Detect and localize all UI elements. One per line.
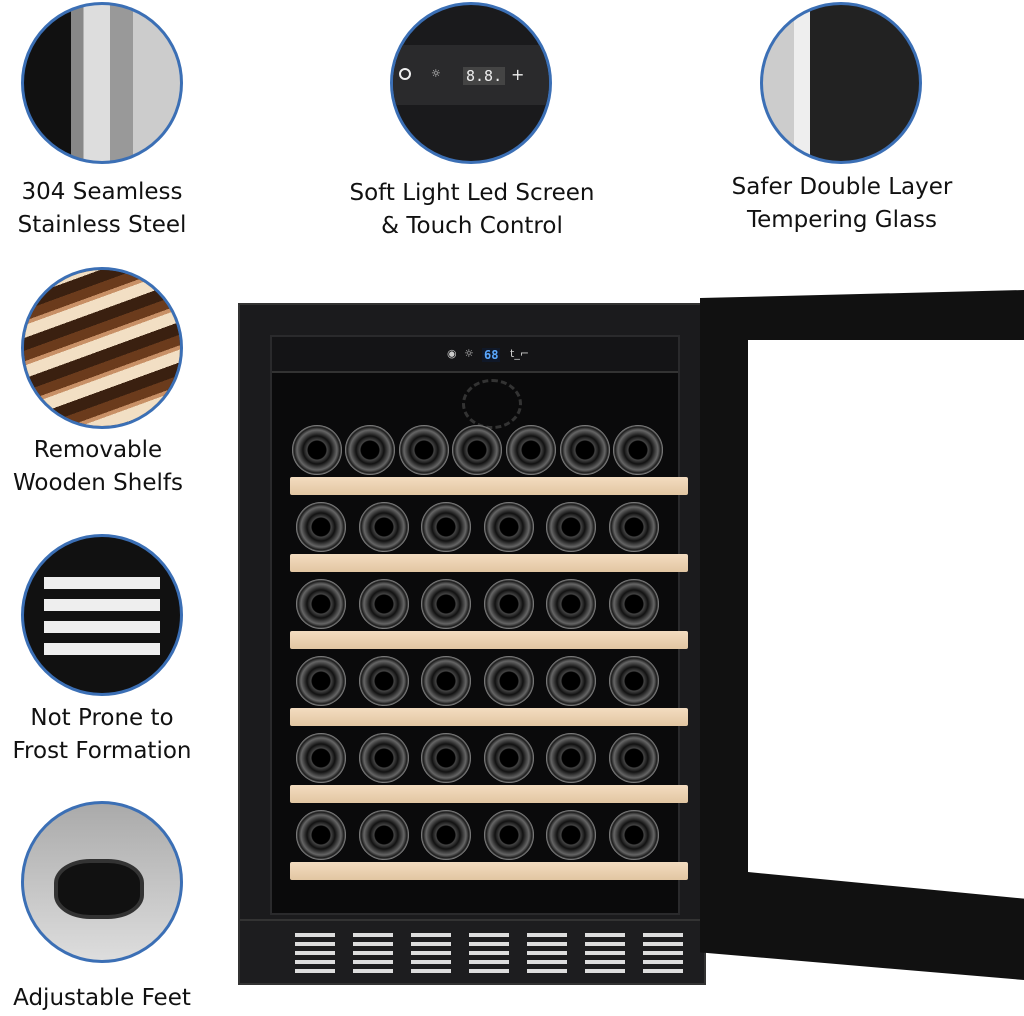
wooden-shelf bbox=[290, 862, 688, 880]
vent-grille-photo bbox=[21, 534, 183, 696]
control-panel: ◉ ☼ 68 t_⌐ bbox=[272, 337, 678, 373]
feature-label-line: & Touch Control bbox=[381, 213, 563, 239]
wine-bottle bbox=[452, 425, 503, 475]
vent-slot bbox=[353, 933, 393, 973]
wine-bottle bbox=[483, 733, 534, 783]
wine-bottle bbox=[546, 810, 597, 860]
wine-bottle bbox=[506, 425, 557, 475]
bottle-row bbox=[280, 425, 675, 475]
wine-bottle bbox=[546, 656, 597, 706]
vent-slot bbox=[585, 933, 625, 973]
power-icon bbox=[399, 68, 411, 80]
feature-label-line: 304 Seamless bbox=[21, 179, 183, 205]
feature-label-line: Adjustable Feet bbox=[13, 985, 191, 1011]
wooden-shelf bbox=[290, 708, 688, 726]
vent-slot bbox=[411, 933, 451, 973]
wine-bottle bbox=[546, 579, 597, 629]
feature-label-led: Soft Light Led Screen & Touch Control bbox=[320, 177, 624, 243]
feature-label-frost: Not Prone to Frost Formation bbox=[0, 702, 204, 768]
wine-bottle bbox=[358, 810, 409, 860]
feature-label-line: Stainless Steel bbox=[17, 212, 187, 238]
wine-fridge: ◉ ☼ 68 t_⌐ bbox=[238, 303, 706, 985]
wooden-shelf bbox=[290, 554, 688, 572]
wine-bottle bbox=[483, 656, 534, 706]
bottle-row bbox=[280, 733, 675, 783]
feature-label-line: Safer Double Layer bbox=[731, 174, 953, 200]
feature-label-line: Frost Formation bbox=[12, 738, 192, 764]
wine-bottle bbox=[483, 502, 534, 552]
bottle-row bbox=[280, 656, 675, 706]
vent-slot bbox=[295, 933, 335, 973]
bottle-row bbox=[280, 810, 675, 860]
temperature-display: 68 bbox=[482, 348, 501, 362]
wine-bottle bbox=[608, 810, 659, 860]
feature-label-line: Wooden Shelfs bbox=[13, 470, 183, 496]
light-icon: ☼ bbox=[464, 347, 474, 360]
wine-bottle bbox=[421, 502, 472, 552]
plus-icon: + bbox=[511, 65, 525, 84]
light-icon: ☼ bbox=[431, 67, 441, 80]
wine-bottle bbox=[559, 425, 610, 475]
power-icon: ◉ bbox=[447, 347, 457, 360]
wooden-shelf bbox=[290, 631, 688, 649]
wine-bottle bbox=[608, 656, 659, 706]
wine-bottle bbox=[345, 425, 396, 475]
wine-bottle bbox=[296, 502, 347, 552]
wine-bottle bbox=[296, 733, 347, 783]
vent-slot bbox=[469, 933, 509, 973]
open-glass-door bbox=[700, 290, 1024, 980]
panel-display: 8.8. bbox=[463, 67, 506, 85]
wine-bottle bbox=[608, 579, 659, 629]
wine-bottle bbox=[483, 810, 534, 860]
vent-slot bbox=[527, 933, 567, 973]
wine-bottle bbox=[358, 656, 409, 706]
wine-bottle bbox=[358, 502, 409, 552]
door-glass bbox=[748, 340, 1024, 900]
glass-door-photo bbox=[760, 2, 922, 164]
feature-label-line: Removable bbox=[33, 437, 163, 463]
wine-bottle bbox=[421, 656, 472, 706]
wine-bottle bbox=[546, 733, 597, 783]
wine-bottle bbox=[421, 810, 472, 860]
wooden-shelf bbox=[290, 477, 688, 495]
wooden-shelf bbox=[290, 785, 688, 803]
wine-bottle bbox=[421, 733, 472, 783]
fan-icon bbox=[462, 379, 522, 429]
feature-label-line: Soft Light Led Screen bbox=[349, 180, 595, 206]
wine-bottle bbox=[296, 810, 347, 860]
base-vent bbox=[240, 919, 704, 983]
wine-bottle bbox=[608, 733, 659, 783]
bottle-row bbox=[280, 579, 675, 629]
wine-bottle bbox=[358, 579, 409, 629]
wine-bottle bbox=[613, 425, 664, 475]
wine-bottle bbox=[358, 733, 409, 783]
wine-bottle bbox=[291, 425, 342, 475]
foot-photo bbox=[21, 801, 183, 963]
wine-bottle bbox=[421, 579, 472, 629]
wine-bottle bbox=[483, 579, 534, 629]
vent-slot bbox=[643, 933, 683, 973]
wooden-shelf-photo bbox=[21, 267, 183, 429]
feature-label-feet: Adjustable Feet bbox=[0, 982, 204, 1015]
feature-label-line: Not Prone to bbox=[30, 705, 174, 731]
wine-bottle bbox=[608, 502, 659, 552]
feature-label-line: Tempering Glass bbox=[746, 207, 938, 233]
fridge-interior: ◉ ☼ 68 t_⌐ bbox=[270, 335, 688, 915]
wine-bottle bbox=[546, 502, 597, 552]
wine-bottle bbox=[398, 425, 449, 475]
control-panel-photo: ☼ 8.8. + bbox=[390, 2, 552, 164]
wine-bottle bbox=[296, 656, 347, 706]
bottle-row bbox=[280, 502, 675, 552]
steel-handle-photo bbox=[21, 2, 183, 164]
temp-control-icon: t_⌐ bbox=[510, 347, 530, 360]
wine-bottle bbox=[296, 579, 347, 629]
